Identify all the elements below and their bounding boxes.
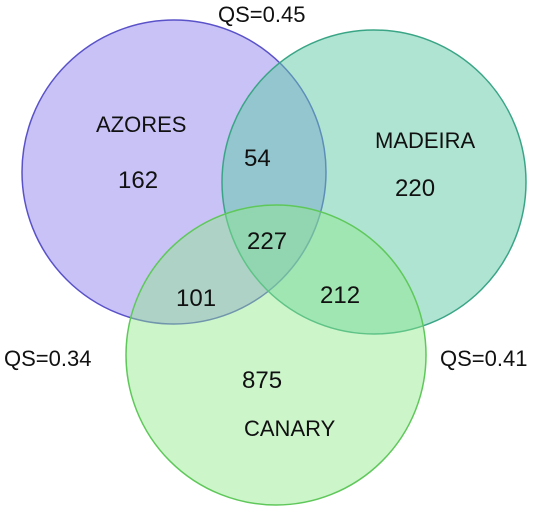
canary-only-count: 875 — [242, 367, 282, 394]
madeira-only-count: 220 — [395, 175, 435, 202]
madeira-label: MADEIRA — [375, 128, 476, 153]
qs-azores-madeira: QS=0.45 — [218, 2, 305, 27]
canary-circle — [125, 204, 427, 506]
madeira-canary-count: 212 — [320, 282, 360, 309]
all-three-count: 227 — [247, 228, 287, 255]
azores-madeira-count: 54 — [244, 145, 271, 172]
qs-azores-canary: QS=0.34 — [4, 346, 91, 371]
qs-madeira-canary: QS=0.41 — [440, 346, 527, 371]
azores-only-count: 162 — [118, 167, 158, 194]
canary-label: CANARY — [244, 416, 336, 441]
azores-label: AZORES — [96, 112, 186, 137]
azores-canary-count: 101 — [176, 285, 216, 312]
madeira-circle — [221, 29, 527, 335]
